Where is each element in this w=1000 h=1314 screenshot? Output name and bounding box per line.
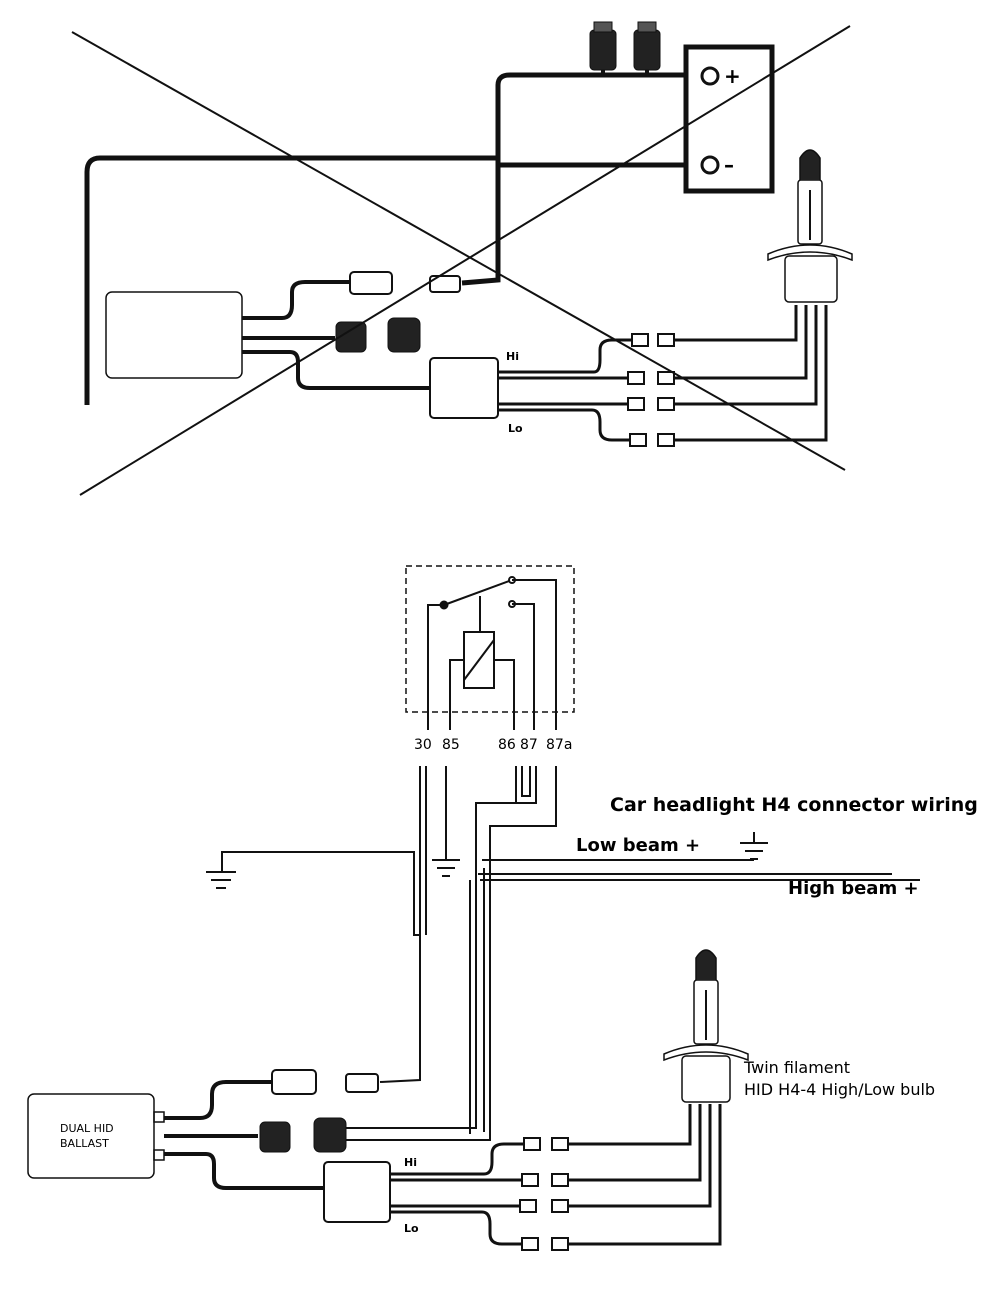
high-beam-label: High beam + bbox=[788, 878, 919, 899]
relay-pin-85: 85 bbox=[442, 737, 460, 753]
relay-pin-87a: 87a bbox=[546, 737, 572, 753]
bulb-label-line1: Twin filament bbox=[743, 1058, 850, 1077]
upper-connector-2 bbox=[429, 275, 461, 293]
ground-symbol-center bbox=[432, 859, 460, 877]
relay bbox=[405, 565, 575, 730]
upper-ballast bbox=[105, 291, 243, 379]
pin86-87-wire bbox=[515, 766, 537, 804]
cross-line-1 bbox=[71, 31, 846, 471]
battery bbox=[683, 44, 775, 194]
relay-pin-87: 87 bbox=[520, 737, 538, 753]
fuse-holder-1 bbox=[589, 21, 617, 76]
low-beam-label: Low beam + bbox=[576, 835, 700, 856]
lower-connector-3 bbox=[259, 1121, 291, 1153]
lower-hi-label: Hi bbox=[404, 1156, 417, 1169]
ground-symbol-left bbox=[206, 871, 236, 889]
fuse-holder-2 bbox=[633, 21, 661, 76]
lower-h4-bulb bbox=[663, 949, 749, 1103]
upper-ballast-wire-3 bbox=[242, 350, 430, 390]
upper-connector-3 bbox=[335, 321, 367, 353]
upper-battery-drop bbox=[461, 158, 501, 286]
relay-wiring bbox=[206, 766, 920, 1141]
ground-symbol-right bbox=[730, 832, 768, 861]
ballast-label-line2: BALLAST bbox=[60, 1137, 109, 1150]
relay-outline bbox=[405, 565, 575, 713]
upper-connector-4 bbox=[387, 317, 421, 353]
battery-pos-label: + bbox=[724, 64, 741, 88]
relay-pin-86: 86 bbox=[498, 737, 516, 753]
bulb-label-line2: HID H4-4 High/Low bulb bbox=[744, 1080, 935, 1099]
lower-pin-connectors bbox=[519, 1137, 569, 1251]
cross-line-2 bbox=[79, 25, 851, 496]
pin30-wire bbox=[221, 766, 421, 936]
upper-hi-label: Hi bbox=[506, 350, 519, 363]
upper-left-wire bbox=[84, 155, 498, 405]
lower-hilo-module bbox=[323, 1161, 391, 1223]
lower-ballast-wiring bbox=[164, 949, 749, 1251]
upper-h4-bulb bbox=[767, 149, 853, 303]
lower-connector-4 bbox=[313, 1117, 347, 1153]
dual-hid-ballast bbox=[27, 1093, 165, 1179]
relay-switch-arm bbox=[443, 579, 513, 606]
lower-connector-2 bbox=[345, 1073, 379, 1093]
lower-lo-label: Lo bbox=[404, 1222, 419, 1235]
connector-wiring-title: Car headlight H4 connector wiring bbox=[610, 794, 978, 816]
upper-ballast-wire-1 bbox=[242, 280, 350, 320]
upper-pin-connectors bbox=[627, 333, 675, 447]
pin87a-wire bbox=[330, 766, 557, 1141]
lower-connector-1 bbox=[271, 1069, 317, 1095]
upper-battery-wire-top bbox=[495, 72, 688, 158]
upper-lo-label: Lo bbox=[508, 422, 523, 435]
battery-neg-label: – bbox=[724, 153, 734, 177]
ballast-label-line1: DUAL HID bbox=[60, 1122, 114, 1135]
relay-pin-labels: 30 85 86 87 87a bbox=[414, 737, 572, 753]
upper-hilo-module bbox=[429, 357, 499, 419]
upper-battery-wire-bottom bbox=[495, 158, 688, 168]
relay-pin-30: 30 bbox=[414, 737, 432, 753]
upper-diagram: + – bbox=[71, 21, 853, 496]
upper-connector-1 bbox=[349, 271, 393, 295]
